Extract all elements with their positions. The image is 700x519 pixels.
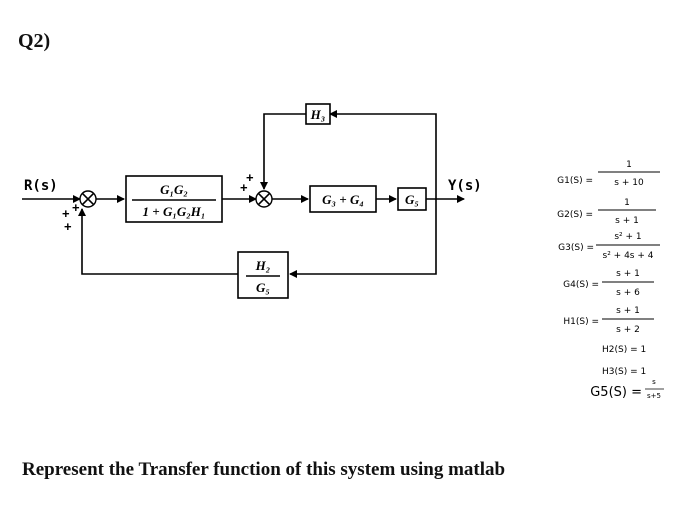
svg-text:1: 1 — [626, 160, 632, 170]
wire-output-to-h3 — [329, 110, 437, 199]
svg-text:s² + 4s + 4: s² + 4s + 4 — [603, 251, 654, 261]
sum1-sign-bottom-b: + — [64, 219, 72, 234]
sum2-sign-top: + — [246, 170, 254, 185]
sum2-sign-left: + — [240, 180, 248, 195]
block-g1g2-numerator: G₁G₂ — [160, 182, 188, 197]
svg-text:G4(S) =: G4(S) = — [563, 280, 599, 290]
block-g5: G₅ — [397, 187, 427, 211]
block-g1g2: G₁G₂ 1 + G₁G₂H₁ — [125, 175, 223, 223]
svg-text:G5(S) =: G5(S) = — [590, 385, 642, 400]
summing-junction-2 — [255, 190, 273, 208]
equation-g3: G3(S) = s² + 1 s² + 4s + 4 — [558, 232, 660, 261]
block-g3-plus-g4: G₃ + G₄ — [309, 185, 377, 213]
equation-g5: G5(S) = s s+5 — [590, 378, 664, 400]
svg-text:G2(S) =: G2(S) = — [557, 210, 593, 220]
instruction-text: Represent the Transfer function of this … — [22, 459, 506, 480]
block-h2-over-g5: H₂ G₅ — [237, 251, 289, 299]
svg-text:s² + 1: s² + 1 — [614, 232, 641, 242]
svg-text:s + 10: s + 10 — [614, 178, 644, 188]
svg-text:s: s — [652, 378, 656, 386]
input-signal-label: R(s) — [24, 178, 58, 194]
output-signal-label: Y(s) — [448, 178, 482, 194]
svg-text:H1(S) =: H1(S) = — [563, 317, 599, 327]
svg-text:s+5: s+5 — [647, 392, 661, 400]
question-label: Q2) — [18, 30, 51, 52]
svg-text:s + 1: s + 1 — [616, 306, 640, 316]
equation-h2: H2(S) = 1 — [602, 345, 646, 355]
block-h2g5-numerator: H₂ — [255, 258, 271, 273]
block-g5-label: G₅ — [405, 192, 419, 207]
summing-junction-1 — [79, 190, 97, 208]
equation-h3: H3(S) = 1 — [602, 367, 646, 377]
equation-g2: G2(S) = 1 s + 1 — [557, 198, 656, 226]
svg-text:s + 1: s + 1 — [616, 269, 640, 279]
svg-text:s + 6: s + 6 — [616, 288, 640, 298]
wire-output-to-h2g5 — [289, 199, 437, 278]
wire-h3-to-sum2 — [260, 113, 306, 190]
block-g1g2-denominator: 1 + G₁G₂H₁ — [143, 204, 206, 219]
svg-text:s + 2: s + 2 — [616, 325, 640, 335]
equation-g1: G1(S) = 1 s + 10 — [557, 160, 660, 188]
sum1-sign-left: + — [62, 206, 70, 221]
wire-h2g5-to-sum1 — [78, 208, 238, 275]
svg-text:1: 1 — [624, 198, 630, 208]
sum1-sign-bottom-a: + — [72, 200, 80, 215]
svg-text:G1(S) =: G1(S) = — [557, 176, 593, 186]
svg-text:s + 1: s + 1 — [615, 216, 639, 226]
equation-h1: H1(S) = s + 1 s + 2 — [563, 306, 654, 335]
block-g3g4-label: G₃ + G₄ — [322, 192, 364, 207]
block-h3-label: H₃ — [310, 107, 326, 122]
equation-g4: G4(S) = s + 1 s + 6 — [563, 269, 654, 298]
block-h2g5-denominator: G₅ — [256, 280, 270, 295]
svg-text:G3(S) =: G3(S) = — [558, 243, 594, 253]
block-h3: H₃ — [305, 103, 331, 125]
